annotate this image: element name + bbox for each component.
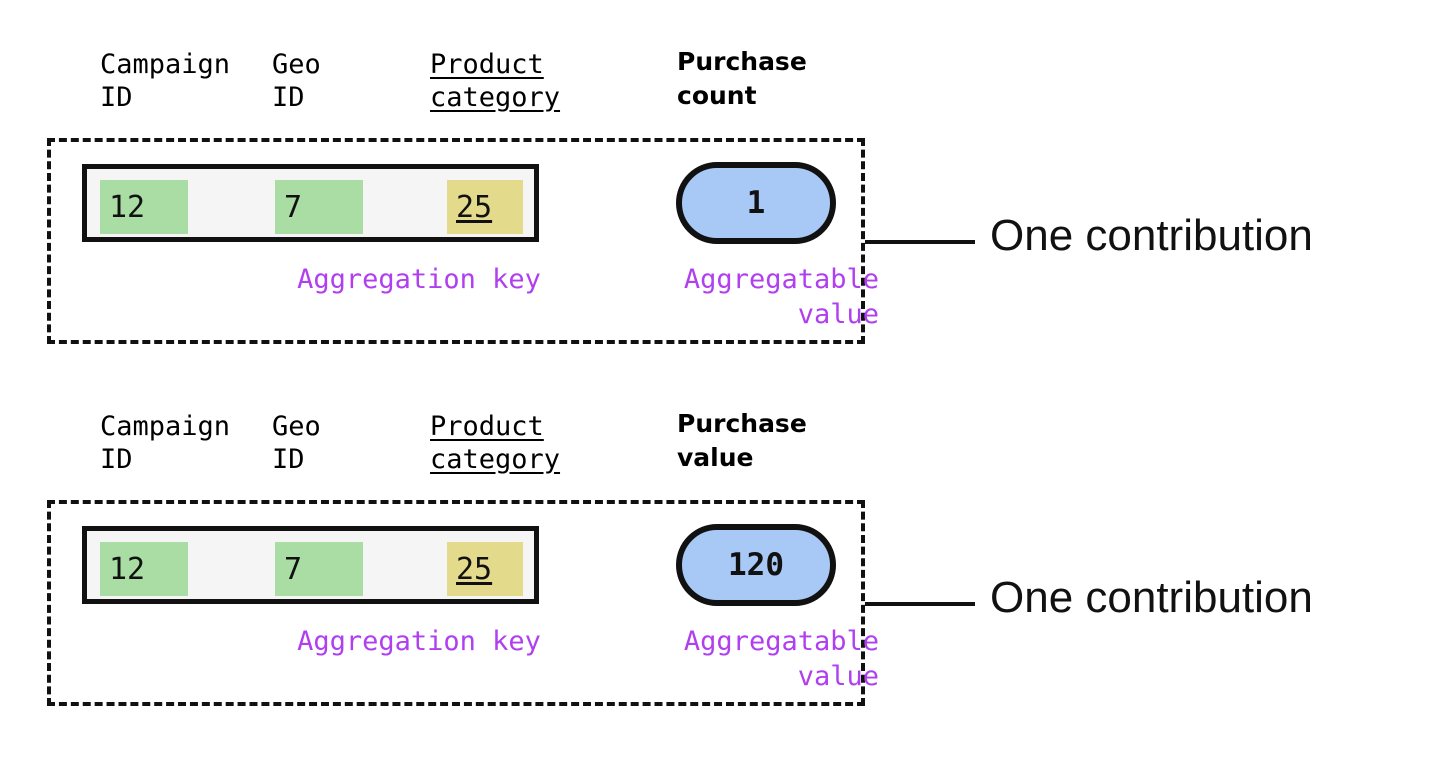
key-cell-campaign-id-value-2: 12 bbox=[109, 551, 146, 587]
key-cell-geo-id-1: 7 bbox=[275, 180, 363, 234]
key-cell-campaign-id-2: 12 bbox=[100, 542, 188, 596]
callout-connector-1 bbox=[865, 240, 975, 244]
annotation-aggregation-key-2: Aggregation key bbox=[297, 626, 541, 657]
key-cell-geo-id-value-2: 7 bbox=[284, 551, 303, 587]
header-purchase-value: Purchase value bbox=[677, 409, 807, 472]
column-headers-2: Campaign ID Geo ID Product category Purc… bbox=[100, 409, 900, 488]
callout-connector-2 bbox=[865, 602, 975, 606]
aggregatable-value-pill-2: 120 bbox=[676, 524, 836, 606]
key-cell-product-category-1: 25 bbox=[447, 180, 523, 234]
header-product-category: Product category bbox=[430, 49, 561, 113]
callout-label-one-contribution-2: One contribution bbox=[990, 573, 1313, 622]
header-geo-id-2: Geo ID bbox=[272, 411, 321, 475]
key-cell-product-category-2: 25 bbox=[447, 542, 523, 596]
key-cell-campaign-id-value-1: 12 bbox=[109, 189, 146, 225]
key-cell-product-category-value-1: 25 bbox=[456, 189, 493, 225]
contribution-boundary-2: 12 7 25 120 Aggregation key Aggregatable… bbox=[47, 500, 879, 706]
header-purchase-count: Purchase count bbox=[677, 47, 807, 110]
header-campaign-id: Campaign ID bbox=[100, 49, 231, 113]
key-cell-campaign-id-1: 12 bbox=[100, 180, 188, 234]
key-cell-geo-id-2: 7 bbox=[275, 542, 363, 596]
header-geo-id: Geo ID bbox=[272, 49, 321, 113]
annotation-aggregation-key-1: Aggregation key bbox=[297, 264, 541, 295]
aggregation-key-row-2: 12 7 25 bbox=[82, 526, 539, 604]
contribution-boundary-1: 12 7 25 1 Aggregation key Aggregatable v… bbox=[47, 138, 879, 344]
aggregatable-value-pill-1: 1 bbox=[676, 162, 836, 244]
callout-label-one-contribution-1: One contribution bbox=[990, 211, 1313, 260]
annotation-aggregatable-value-1: Aggregatable value bbox=[683, 264, 879, 330]
header-product-category-2: Product category bbox=[430, 411, 561, 475]
aggregation-key-row-1: 12 7 25 bbox=[82, 164, 539, 242]
header-campaign-id-2: Campaign ID bbox=[100, 411, 231, 475]
key-cell-product-category-value-2: 25 bbox=[456, 551, 493, 587]
column-headers-1: Campaign ID Geo ID Product category Purc… bbox=[100, 47, 900, 126]
key-cell-geo-id-value-1: 7 bbox=[284, 189, 303, 225]
annotation-aggregatable-value-2: Aggregatable value bbox=[683, 626, 879, 692]
